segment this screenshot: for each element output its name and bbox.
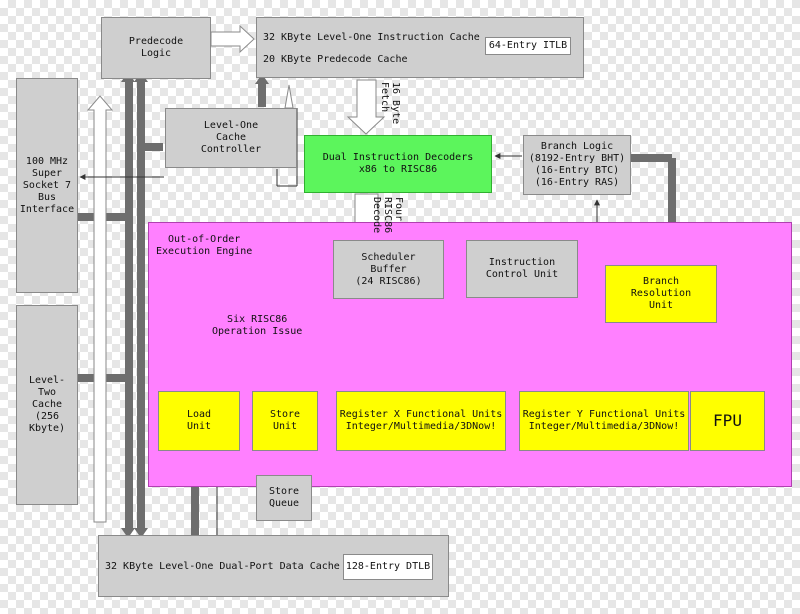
dtlb-block: 128-Entry DTLB (343, 554, 433, 580)
predecode-logic-block: Predecode Logic (101, 17, 211, 79)
data-cache-label: 32 KByte Level-One Dual-Port Data Cache (105, 561, 340, 572)
out-of-order-engine-label: Out-of-Order Execution Engine (156, 234, 253, 257)
store-unit-block: Store Unit (252, 391, 318, 451)
bus-interface-block: 100 MHz Super Socket 7 Bus Interface (16, 78, 78, 293)
fetch-label: 16 Byte Fetch (379, 82, 401, 125)
instruction-decoders-block: Dual Instruction Decoders x86 to RISC86 (304, 135, 492, 193)
data-cache-block: 32 KByte Level-One Dual-Port Data Cache … (98, 535, 449, 597)
four-risc86-label: Four RISC86 Decode (371, 197, 404, 234)
store-queue-block: Store Queue (256, 475, 312, 521)
fpu-block: FPU (690, 391, 765, 451)
itlb-block: 64-Entry ITLB (485, 37, 571, 55)
cache-controller-block: Level-One Cache Controller (165, 108, 297, 168)
instruction-control-unit-block: Instruction Control Unit (466, 240, 578, 298)
predecode-cache-label: 20 KByte Predecode Cache (263, 54, 408, 65)
branch-logic-block: Branch Logic (8192-Entry BHT) (16-Entry … (523, 135, 631, 195)
load-unit-block: Load Unit (158, 391, 240, 451)
register-x-units-block: Register X Functional Units Integer/Mult… (336, 391, 506, 451)
branch-resolution-unit-block: Branch Resolution Unit (605, 265, 717, 323)
instruction-cache-label: 32 KByte Level-One Instruction Cache (263, 32, 480, 43)
level-two-cache-block: Level- Two Cache (256 Kbyte) (16, 305, 78, 505)
register-y-units-block: Register Y Functional Units Integer/Mult… (519, 391, 689, 451)
scheduler-buffer-block: Scheduler Buffer (24 RISC86) (333, 240, 444, 299)
instruction-cache-block: 32 KByte Level-One Instruction Cache 20 … (256, 17, 584, 78)
six-risc86-label: Six RISC86 Operation Issue (212, 314, 303, 337)
